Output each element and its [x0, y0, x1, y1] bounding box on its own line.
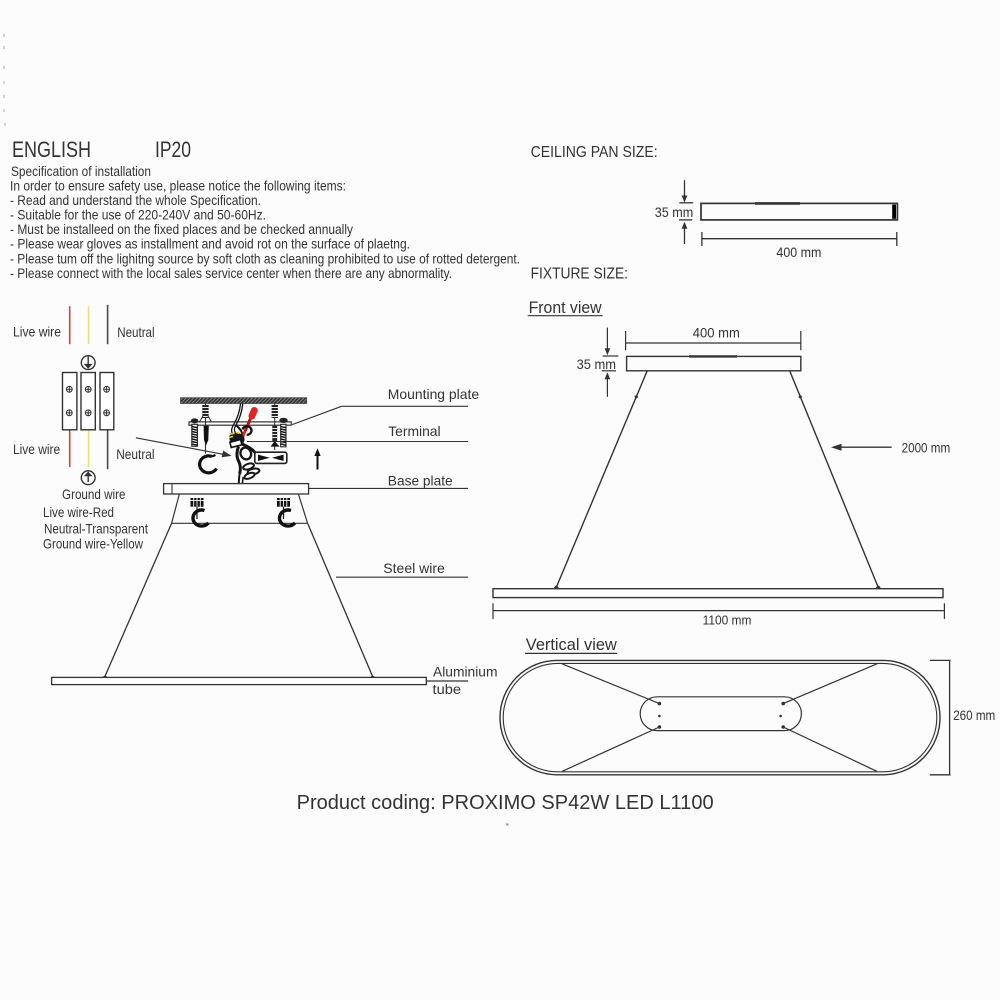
svg-text:Base plate: Base plate	[388, 473, 453, 489]
svg-text:Front view: Front view	[529, 298, 603, 317]
svg-text:Vertical view: Vertical view	[526, 635, 618, 654]
svg-text:Aluminium: Aluminium	[433, 664, 498, 680]
svg-text:- Read and understand the whol: - Read and understand the whole Specific…	[10, 192, 261, 208]
svg-text:Terminal: Terminal	[388, 423, 440, 439]
svg-text:35 mm: 35 mm	[577, 356, 616, 372]
svg-text:IP20: IP20	[155, 137, 191, 162]
svg-text:In order to ensure safety use,: In order to ensure safety use, please no…	[10, 178, 346, 194]
svg-text:1100 mm: 1100 mm	[703, 613, 752, 628]
svg-text:- Suitable for the use of 220-: - Suitable for the use of 220-240V and 5…	[10, 207, 266, 223]
svg-text:Mounting plate: Mounting plate	[388, 386, 480, 402]
svg-text:2000 mm: 2000 mm	[902, 439, 951, 455]
svg-text:Specification of installation: Specification of installation	[11, 163, 151, 179]
svg-text:Neutral: Neutral	[117, 324, 154, 340]
svg-text:Live wire: Live wire	[13, 324, 61, 340]
svg-text:Live wire: Live wire	[13, 441, 60, 457]
svg-text:Live wire-Red: Live wire-Red	[43, 504, 114, 520]
svg-text:400 mm: 400 mm	[776, 244, 821, 260]
svg-text:Steel wire: Steel wire	[383, 560, 445, 576]
svg-text:Neutral: Neutral	[116, 446, 154, 462]
svg-text:35 mm: 35 mm	[655, 204, 694, 220]
svg-text:Ground wire: Ground wire	[62, 486, 126, 502]
svg-text:ENGLISH: ENGLISH	[12, 137, 91, 162]
svg-text:- Please tum off the lighitng: - Please tum off the lighitng source by …	[10, 250, 520, 266]
svg-text:Neutral-Transparent: Neutral-Transparent	[44, 521, 148, 537]
svg-text:- Please wear gloves as instal: - Please wear gloves as installment and …	[10, 236, 410, 252]
svg-text:Product coding: PROXIMO SP42W: Product coding: PROXIMO SP42W LED L1100	[297, 792, 714, 814]
svg-text:400 mm: 400 mm	[693, 325, 740, 341]
svg-text:FIXTURE SIZE:: FIXTURE SIZE:	[531, 266, 628, 283]
svg-text:tube: tube	[433, 682, 462, 697]
svg-text:CEILING PAN SIZE:: CEILING PAN SIZE:	[531, 144, 658, 161]
svg-text:Ground wire-Yellow: Ground wire-Yellow	[43, 536, 144, 552]
svg-text:- Must be installeed on the fi: - Must be installeed on the fixed places…	[10, 221, 353, 237]
svg-text:260 mm: 260 mm	[953, 707, 995, 723]
svg-text:- Please connect with the loca: - Please connect with the local sales se…	[10, 265, 452, 281]
